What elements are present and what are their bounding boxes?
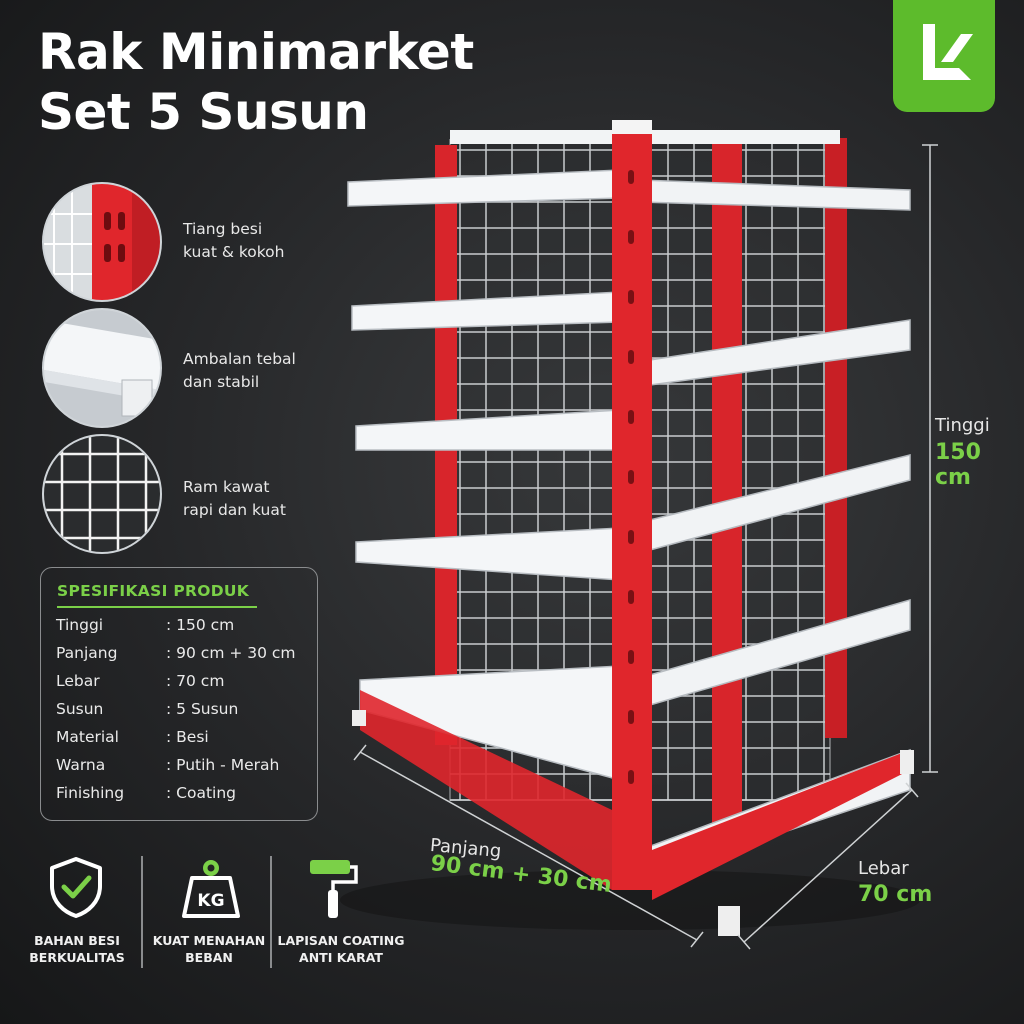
feature-shelf-line-1: Ambalan tebal [183,350,296,368]
shelf-illustration [340,120,920,936]
spec-key: Material [56,728,119,746]
red-post-front [612,120,652,890]
shield-check-icon [50,857,102,918]
feature-post-text: Tiang besi kuat & kokoh [183,218,284,264]
badge-quality-label: BAHAN BESI BERKUALITAS [12,932,142,966]
spec-row: Susun : 5 Susun [56,700,316,724]
spec-key: Tinggi [56,616,104,634]
shelves-left [347,169,621,781]
red-post-middle [712,140,742,840]
width-value: 70 cm [858,882,933,907]
spec-value: : Coating [166,784,236,802]
red-post-closeup-icon [44,184,160,300]
weight-kg-text: KG [197,891,224,911]
red-post-back-right [825,138,847,738]
title-line-2: Set 5 Susun [38,83,369,141]
height-value: 150 cm [935,440,981,490]
feature-mesh-text: Ram kawat rapi dan kuat [183,476,286,522]
badge-quality-line-1: BAHAN BESI [34,933,120,948]
spec-value: : Besi [166,728,209,746]
badge-load-line-2: BEBAN [185,950,233,965]
brand-logo-mark [923,24,973,80]
spec-row: Tinggi : 150 cm [56,616,316,640]
badge-coating-label: LAPISAN COATING ANTI KARAT [276,932,406,966]
feature-mesh-line-1: Ram kawat [183,478,270,496]
spec-row: Material : Besi [56,728,316,752]
spec-heading-underline [57,606,257,608]
width-label: Lebar [858,858,909,879]
wire-mesh-closeup-icon [44,436,160,552]
height-label: Tinggi [935,415,990,436]
badge-load-line-1: KUAT MENAHAN [152,933,266,948]
spec-key: Panjang [56,644,118,662]
badge-coating-line-1: LAPISAN COATING [277,933,405,948]
spec-row: Warna : Putih - Merah [56,756,316,780]
spec-value: : 70 cm [166,672,225,690]
spec-table: SPESIFIKASI PRODUK Tinggi : 150 cm Panjan… [40,567,318,821]
spec-row: Panjang : 90 cm + 30 cm [56,644,316,668]
spec-value: : Putih - Merah [166,756,280,774]
feature-mesh-image [42,434,162,554]
feature-post-image [42,182,162,302]
spec-key: Warna [56,756,106,774]
paint-roller-icon [310,860,358,918]
spec-row: Finishing : Coating [56,784,316,808]
title-line-1: Rak Minimarket [38,23,474,81]
brand-logo [893,0,995,112]
spec-heading: SPESIFIKASI PRODUK [57,582,250,600]
shelf-closeup-icon [44,310,160,426]
spec-key: Lebar [56,672,100,690]
spec-value: : 5 Susun [166,700,239,718]
badge-load-label: KUAT MENAHAN BEBAN [144,932,274,966]
page-title: Rak Minimarket Set 5 Susun [38,22,474,142]
spec-value: : 150 cm [166,616,235,634]
feature-post-line-2: kuat & kokoh [183,243,285,261]
badge-divider [270,856,272,968]
feature-shelf-line-2: dan stabil [183,373,260,391]
badge-divider [141,856,143,968]
feature-shelf-text: Ambalan tebal dan stabil [183,348,296,394]
spec-key: Susun [56,700,104,718]
feature-mesh-line-2: rapi dan kuat [183,501,286,519]
weight-kg-icon: KG [182,860,240,918]
feature-post-line-1: Tiang besi [183,220,263,238]
spec-value: : 90 cm + 30 cm [166,644,296,662]
badge-quality-line-2: BERKUALITAS [29,950,125,965]
feature-shelf-image [42,308,162,428]
badge-coating-line-2: ANTI KARAT [299,950,383,965]
spec-row: Lebar : 70 cm [56,672,316,696]
spec-key: Finishing [56,784,125,802]
